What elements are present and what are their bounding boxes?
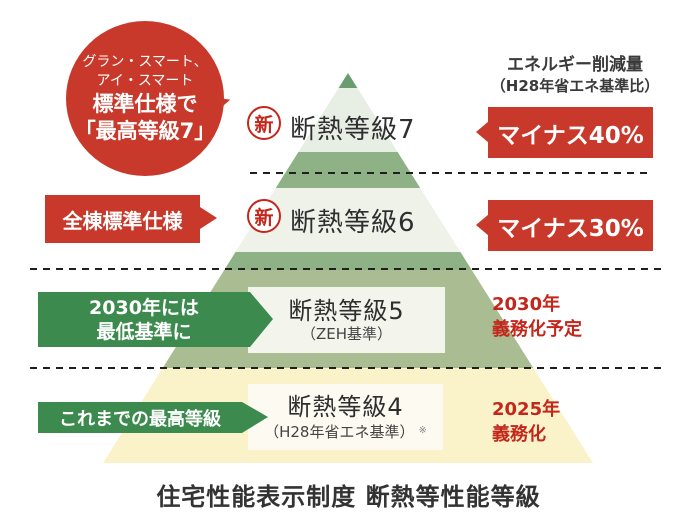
new-badge-label: 新 [254,206,274,229]
arrow-2030-line-2: 最低基準に [96,320,192,343]
grade4-footnote-mark: ※ [418,424,427,436]
zento-standard-tag-pointer [200,207,217,229]
bubble-line-1: グラン・スマート、 [82,53,208,70]
bubble-line-3: 標準仕様で [92,91,198,116]
arrow-2030-line-1: 2030年には [89,296,199,319]
grade7-label: 断熱等級7 [290,115,416,145]
arrow-previous-highest-grade-pointer [242,402,268,433]
arrow-previous-highest-grade: これまでの最高等級 [38,402,242,433]
grade4-sublabel: （H28年省エネ基準）※ [264,421,427,442]
diagram-caption: 住宅性能表示制度 断熱等性能等級 [156,483,541,511]
obligation-2030-line-1: 2030年 [492,294,561,315]
obligation-2030-text: 2030年 義務化予定 [492,292,582,342]
grade4-box: 断熱等級4 （H28年省エネ基準）※ [248,384,443,450]
grade4-sub-text: （H28年省エネ基準） [264,422,415,441]
new-badge-label: 新 [254,113,274,136]
bubble-line-4: 「最高等級7」 [74,118,216,143]
speech-bubble: グラン・スマート、 アイ・スマート 標準仕様で 「最高等級7」 [66,21,224,176]
new-badge-grade6: 新 [247,199,281,233]
obligation-2025-line-1: 2025年 [492,399,561,420]
bubble-line-2: アイ・スマート [96,72,194,89]
grade4-label: 断熱等級4 [287,392,404,421]
arrow-2030-pointer [250,292,273,347]
obligation-2025-text: 2025年 義務化 [492,397,560,447]
grade6-label: 断熱等級6 [290,208,416,238]
grade5-sublabel: （ZEH基準） [300,324,393,343]
obligation-2025-line-2: 義務化 [492,424,546,445]
energy-reduction-header: エネルギー削減量 （H28年省エネ基準比） [455,54,695,96]
grade5-box: 断熱等級5 （ZEH基準） [248,287,445,353]
new-badge-grade7: 新 [247,106,281,140]
zento-standard-tag: 全棟標準仕様 [45,195,200,243]
energy-header-line-2: （H28年省エネ基準比） [490,77,660,95]
obligation-2030-line-2: 義務化予定 [492,319,582,340]
minus40-tag-pointer [476,121,489,143]
grade5-label: 断熱等級5 [288,296,405,325]
arrow-2030-minimum-standard: 2030年には 最低基準に [38,292,250,347]
energy-header-line-1: エネルギー削減量 [507,55,643,75]
dashed-divider-top [250,172,650,174]
dashed-divider-middle [30,268,667,270]
minus30-tag: マイナス30% [488,200,653,251]
minus30-tag-pointer [476,214,489,236]
minus40-tag: マイナス40% [488,107,653,158]
dashed-divider-bottom [30,367,667,369]
